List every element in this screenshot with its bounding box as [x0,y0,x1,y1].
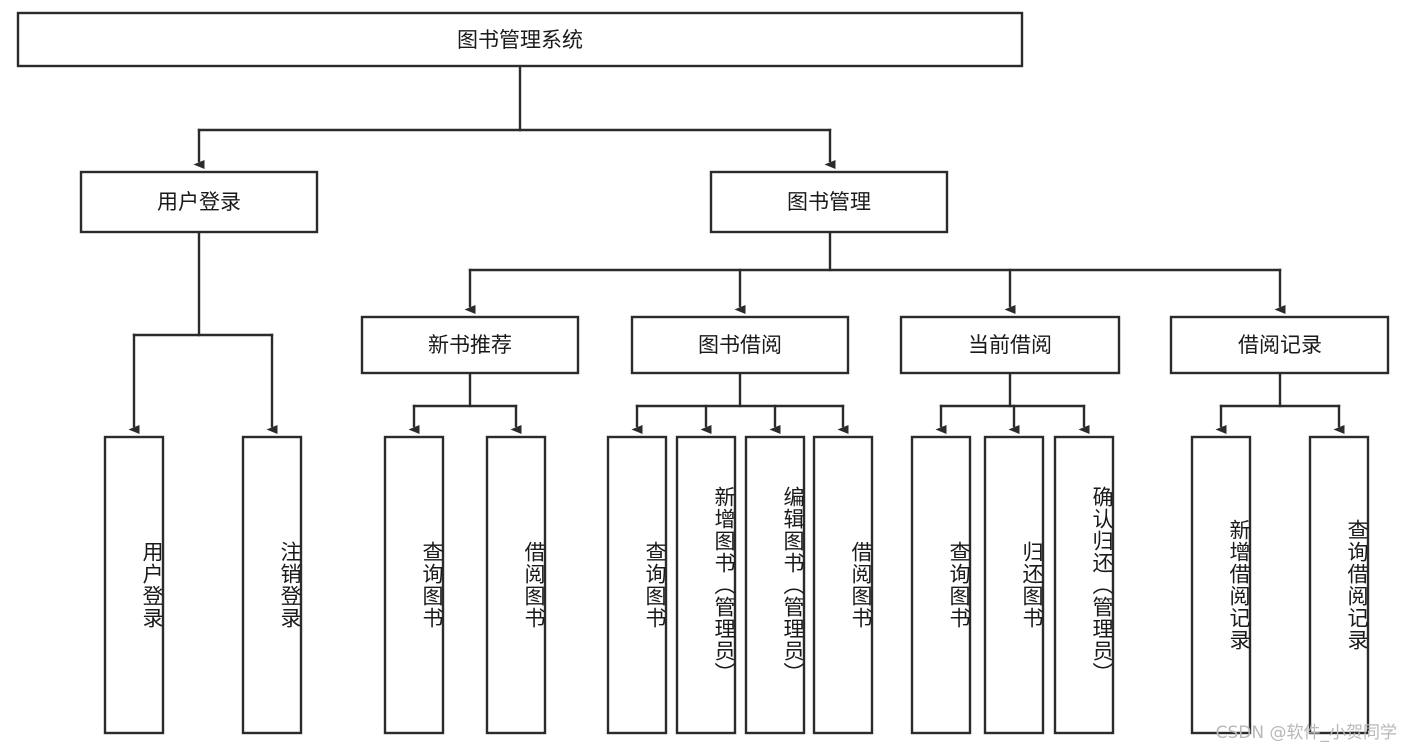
node-book-borrow-box[interactable] [630,315,850,375]
node-book-borrow-label: 图书借阅 [698,333,782,357]
leaf-logout-box[interactable] [241,435,303,735]
node-current-borrow-box[interactable] [899,315,1121,375]
leaf-box-group [103,435,1370,735]
leaf-add-borrow-record-box[interactable] [1190,435,1252,735]
node-new-book-recommend-label: 新书推荐 [428,333,512,357]
leaf-query-borrow-record-box[interactable] [1308,435,1370,735]
node-user-login-label: 用户登录 [157,190,241,214]
node-current-borrow-label: 当前借阅 [968,333,1052,357]
node-root-box[interactable] [16,11,1024,68]
node-new-book-recommend[interactable]: 新书推荐 [360,315,580,375]
leaf-borrow-book-box[interactable] [812,435,874,735]
node-book-borrow[interactable]: 图书借阅 [630,315,850,375]
node-new-book-recommend-box[interactable] [360,315,580,375]
node-borrow-record-label: 借阅记录 [1238,333,1322,357]
leaf-query-book-box[interactable] [606,435,668,735]
leaf-user-login-box[interactable] [103,435,165,735]
node-borrow-record-box[interactable] [1169,315,1390,375]
node-borrow-record[interactable]: 借阅记录 [1169,315,1390,375]
node-user-login[interactable]: 用户登录 [79,170,319,234]
leaf-borrow-book-rec-box[interactable] [485,435,547,735]
node-book-management-label: 图书管理 [787,190,871,214]
node-root[interactable]: 图书管理系统 [16,11,1024,68]
leaf-query-book-rec-box[interactable] [383,435,445,735]
leaf-edit-book-admin-box[interactable] [744,435,806,735]
leaf-add-book-admin-box[interactable] [675,435,737,735]
node-current-borrow[interactable]: 当前借阅 [899,315,1121,375]
node-root-label: 图书管理系统 [457,28,583,52]
node-book-management-box[interactable] [709,170,949,234]
leaf-query-book-cur-box[interactable] [910,435,972,735]
leaf-return-book-box[interactable] [983,435,1045,735]
watermark-text: CSDN @软件_小贺同学 [1215,723,1397,743]
leaf-confirm-return-admin-box[interactable] [1053,435,1115,735]
node-book-management[interactable]: 图书管理 [709,170,949,234]
node-user-login-box[interactable] [79,170,319,234]
connector-group [128,64,1345,434]
